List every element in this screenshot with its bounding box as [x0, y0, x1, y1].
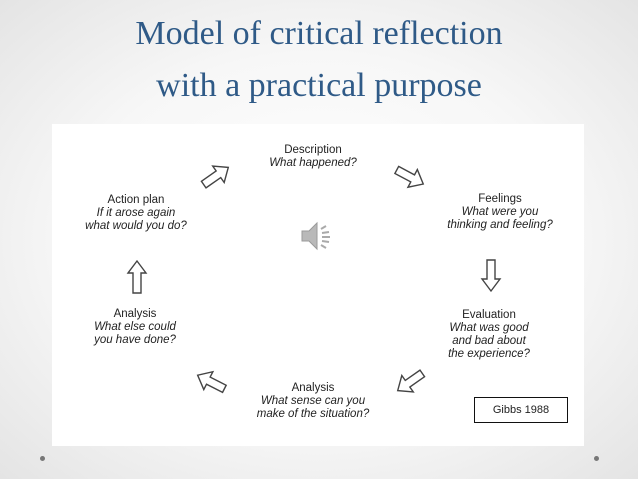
arrow-action-plan-to-description-icon — [200, 165, 230, 189]
question-line: you have done? — [94, 334, 176, 346]
node-question: What was good and bad about the experien… — [434, 322, 544, 361]
node-heading: Analysis — [113, 308, 157, 320]
arrow-evaluation-to-analysis-icon — [396, 369, 426, 393]
node-description: Description What happened? — [258, 144, 368, 170]
slide-corner-dot — [594, 456, 599, 461]
arrow-analysis-to-action-plan-icon — [126, 259, 148, 294]
slide-title: Model of critical reflection with a prac… — [0, 8, 638, 112]
node-heading: Description — [284, 144, 342, 156]
node-question: What happened? — [258, 157, 368, 170]
question-line: what would you do? — [85, 220, 187, 232]
node-question: What sense can you make of the situation… — [248, 395, 378, 421]
node-heading: Analysis — [291, 382, 335, 394]
gibbs-reflective-cycle-diagram: Description What happened? Feelings What… — [52, 124, 584, 446]
question-line: and bad about — [452, 335, 526, 347]
node-question: What else could you have done? — [80, 321, 190, 347]
node-evaluation: Evaluation What was good and bad about t… — [434, 309, 544, 361]
question-line: What was good — [449, 322, 529, 334]
question-line: If it arose again — [96, 207, 176, 219]
title-line-1: Model of critical reflection — [135, 15, 503, 52]
node-heading: Evaluation — [462, 309, 516, 321]
slide-corner-dot — [40, 456, 45, 461]
question-line: make of the situation? — [256, 408, 370, 420]
node-heading: Feelings — [478, 193, 522, 205]
node-analysis-sense: Analysis What sense can you make of the … — [248, 382, 378, 421]
node-heading: Action plan — [107, 194, 165, 206]
arrow-description-to-feelings-icon — [393, 165, 425, 189]
question-line: thinking and feeling? — [447, 219, 553, 231]
arrow-analysis-to-analysis-icon — [196, 370, 228, 394]
question-line: What sense can you — [260, 395, 366, 407]
node-question: If it arose again what would you do? — [74, 207, 198, 233]
question-line: What happened? — [269, 157, 357, 169]
node-action-plan: Action plan If it arose again what would… — [74, 194, 198, 233]
speaker-icon[interactable] — [299, 219, 337, 253]
node-analysis-alternatives: Analysis What else could you have done? — [80, 308, 190, 347]
citation-label: Gibbs 1988 — [474, 397, 568, 423]
question-line: the experience? — [448, 348, 530, 360]
arrow-feelings-to-evaluation-icon — [480, 259, 502, 293]
node-feelings: Feelings What were you thinking and feel… — [434, 193, 566, 232]
question-line: What else could — [94, 321, 176, 333]
title-line-2: with a practical purpose — [156, 67, 482, 104]
node-question: What were you thinking and feeling? — [434, 206, 566, 232]
question-line: What were you — [461, 206, 539, 218]
